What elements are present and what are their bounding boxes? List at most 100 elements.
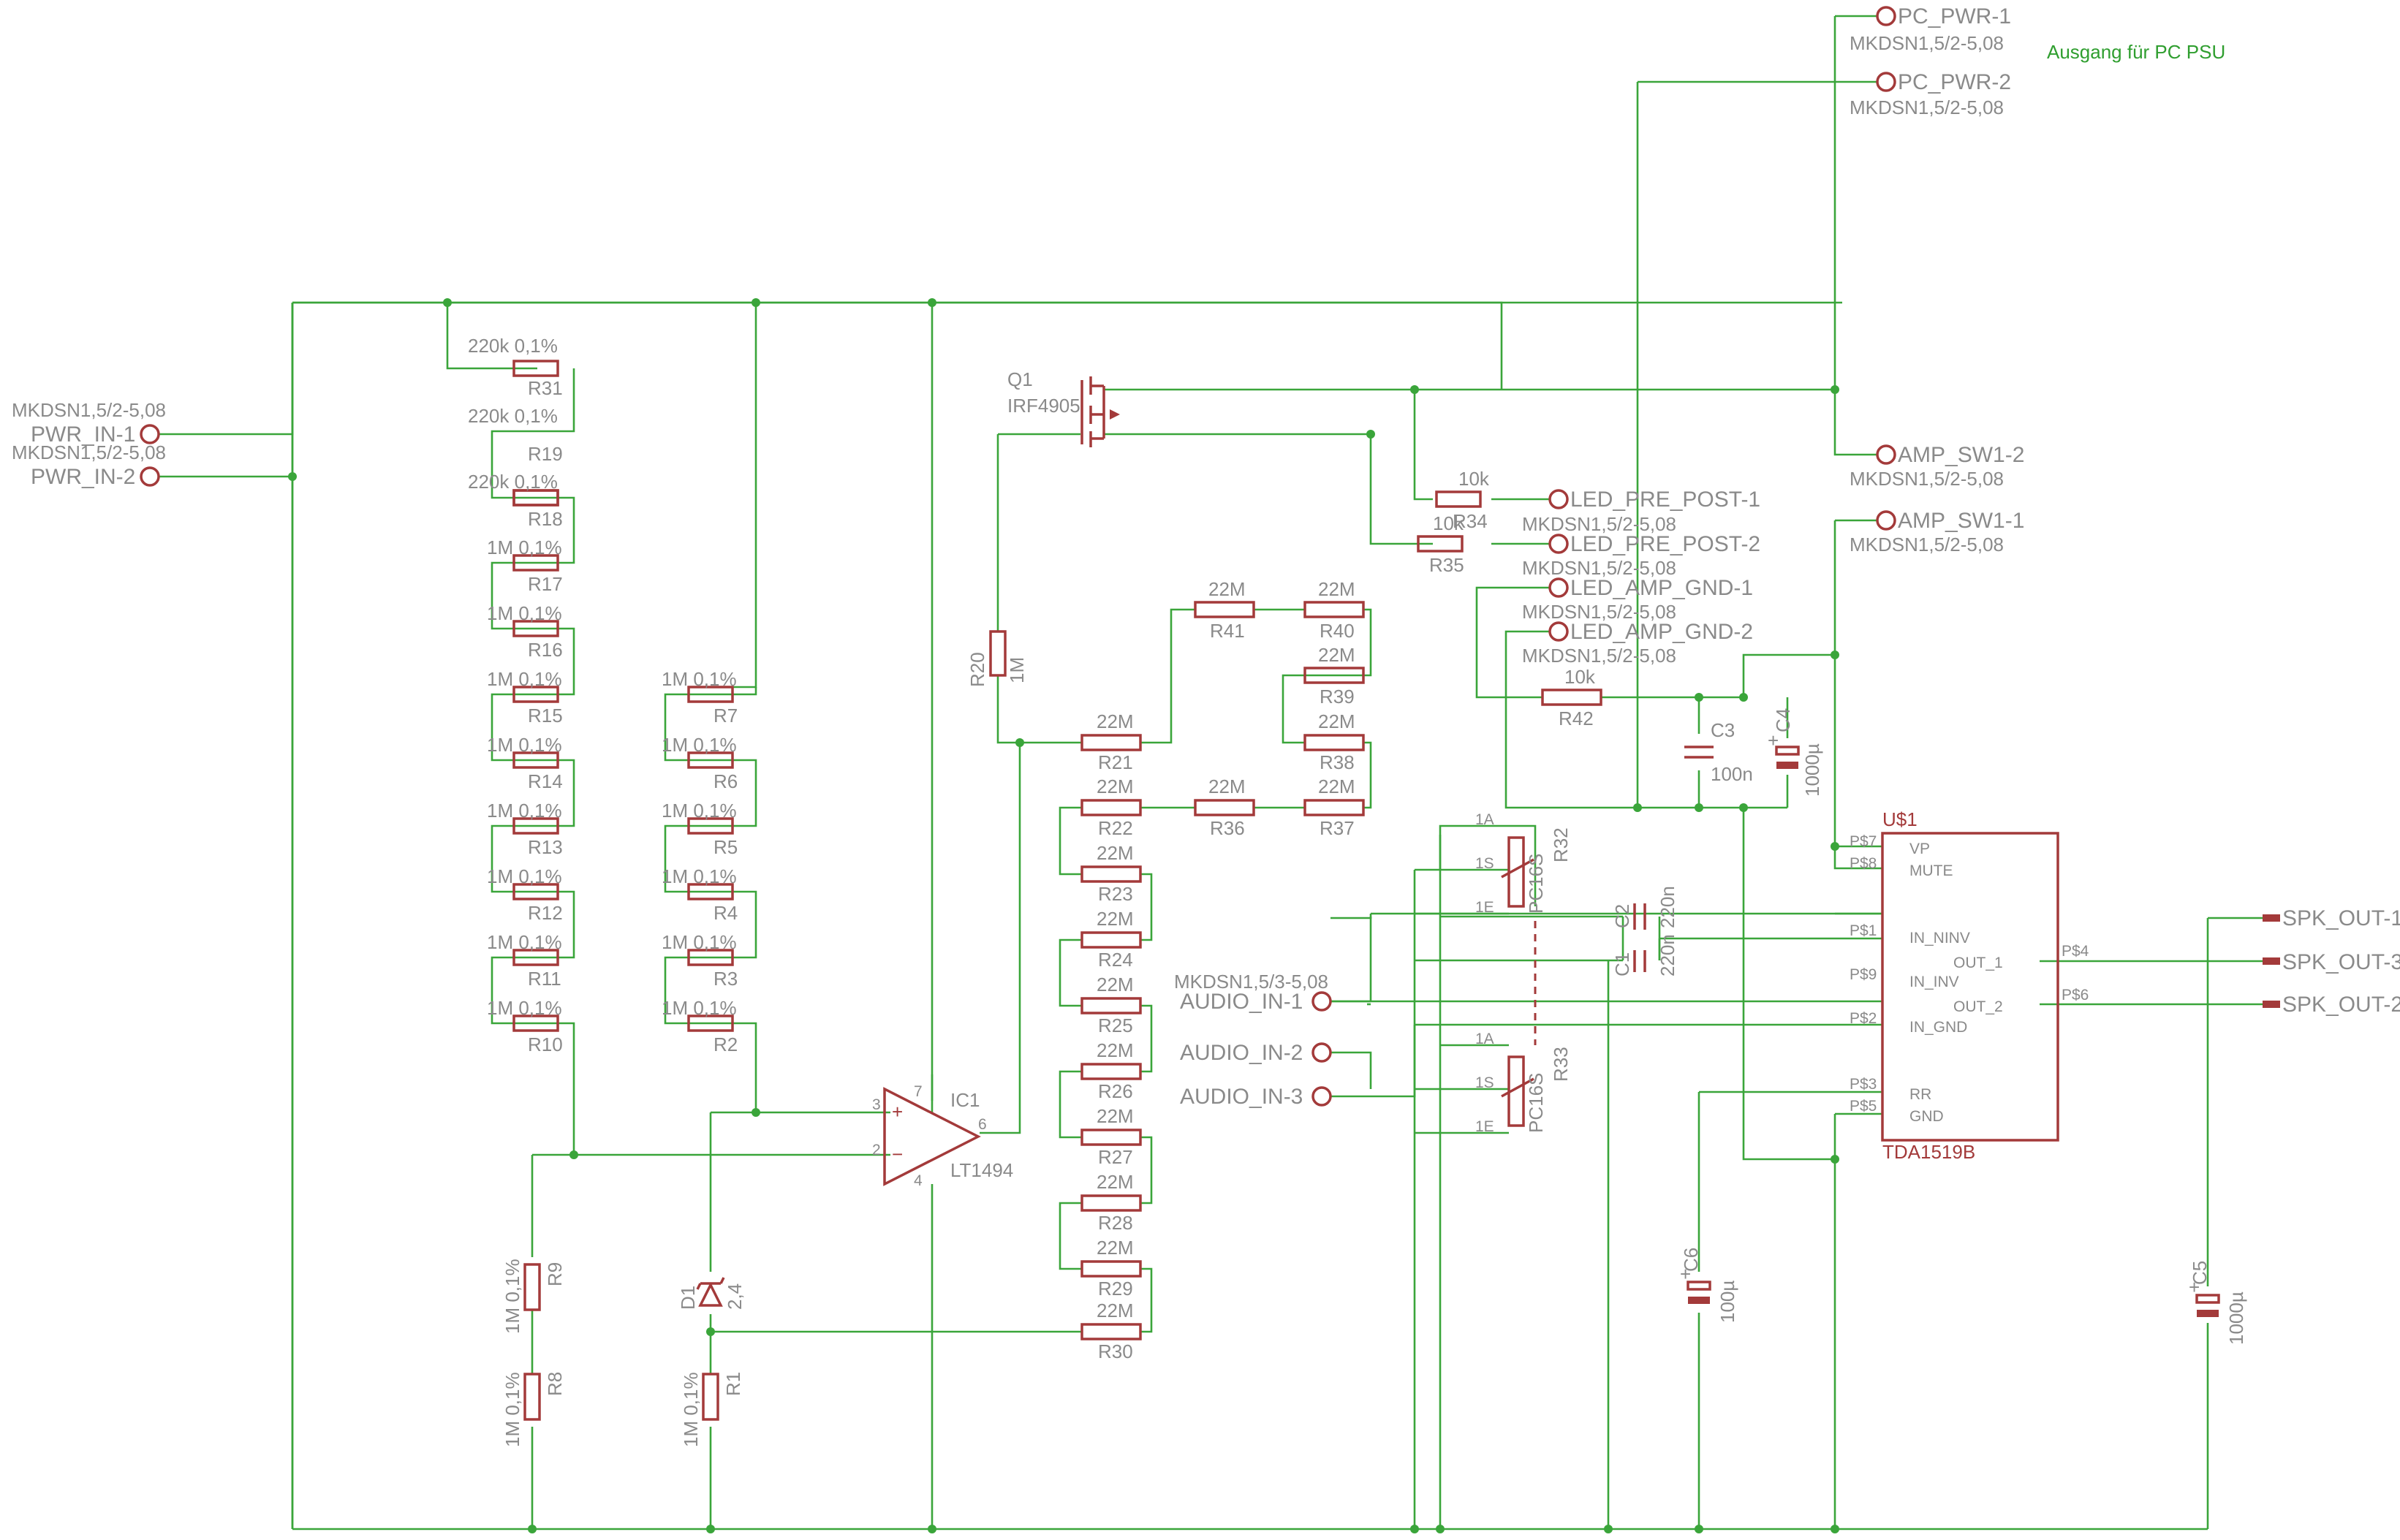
svg-text:GND: GND [1909, 1108, 1944, 1125]
svg-text:+: + [892, 1101, 903, 1123]
svg-text:1M 0,1%: 1M 0,1% [662, 931, 737, 953]
svg-text:R4: R4 [713, 902, 738, 924]
svg-text:R34: R34 [1453, 510, 1488, 532]
svg-text:IN_INV: IN_INV [1909, 974, 1959, 990]
svg-text:4: 4 [914, 1172, 923, 1189]
svg-text:2,4: 2,4 [724, 1283, 746, 1310]
audio-in-2-pad[interactable] [1311, 1042, 1332, 1063]
resistor-r40: 22M R40 [1303, 578, 1365, 642]
svg-text:R22: R22 [1098, 817, 1133, 839]
capacitor-c3: C3 100n [1684, 719, 1753, 785]
svg-text:22M: 22M [1097, 1300, 1134, 1321]
svg-text:P$6: P$6 [2062, 987, 2089, 1004]
svg-text:22M: 22M [1097, 1039, 1134, 1061]
pwr-in-2-pad[interactable] [140, 466, 160, 487]
svg-text:R35: R35 [1429, 554, 1464, 576]
svg-text:1M 0,1%: 1M 0,1% [501, 1372, 523, 1447]
svg-text:1M 0,1%: 1M 0,1% [487, 536, 562, 558]
led-pre-post-1-pad[interactable] [1548, 489, 1569, 509]
audio-in-3-pad[interactable] [1311, 1086, 1332, 1107]
resistor-r26: 22M R26 [1080, 1039, 1142, 1102]
spk-out-2-pad[interactable] [2263, 1001, 2280, 1008]
pc-pwr-2-pad[interactable] [1876, 72, 1896, 92]
resistor-r37: 22M R37 [1303, 775, 1365, 839]
svg-text:22M: 22M [1097, 775, 1134, 797]
pwr-in-1-pad[interactable] [140, 424, 160, 444]
svg-text:R37: R37 [1320, 817, 1355, 839]
resistor-r42: 10k R42 [1541, 666, 1602, 729]
svg-text:1M 0,1%: 1M 0,1% [487, 931, 562, 953]
svg-text:R14: R14 [528, 770, 563, 792]
svg-text:R15: R15 [528, 705, 563, 727]
spk-out-1-pad[interactable] [2263, 914, 2280, 922]
connector-amp-sw: AMP_SW1-2 MKDSN1,5/2-5,08 AMP_SW1-1 MKDS… [1850, 443, 2024, 555]
svg-text:LED_PRE_POST-1: LED_PRE_POST-1 [1570, 488, 1760, 512]
audio-in-1-pad[interactable] [1311, 991, 1332, 1012]
resistor-r3: 1M 0,1% R3 [662, 931, 738, 990]
svg-text:1A: 1A [1475, 811, 1494, 828]
svg-text:MKDSN1,5/2-5,08: MKDSN1,5/2-5,08 [12, 399, 166, 421]
svg-text:OUT_1: OUT_1 [1953, 955, 2003, 971]
resistor-r30: 22M R30 [1080, 1300, 1142, 1362]
svg-text:LED_AMP_GND-1: LED_AMP_GND-1 [1570, 576, 1753, 600]
svg-text:1M 0,1%: 1M 0,1% [501, 1259, 523, 1334]
resistor-r14: 1M 0,1% R14 [487, 734, 563, 792]
svg-text:R29: R29 [1098, 1278, 1133, 1300]
connector-pc-pwr: PC_PWR-1 MKDSN1,5/2-5,08 PC_PWR-2 MKDSN1… [1850, 4, 2011, 118]
resistor-r6: 1M 0,1% R6 [662, 734, 738, 792]
svg-text:PC_PWR-1: PC_PWR-1 [1898, 4, 2011, 29]
led-pre-post-2-pad[interactable] [1548, 534, 1569, 554]
svg-text:2: 2 [872, 1142, 881, 1158]
resistor-r35: 10k R35 [1417, 512, 1464, 576]
svg-text:R30: R30 [1098, 1340, 1133, 1362]
svg-text:22M: 22M [1097, 1105, 1134, 1127]
svg-text:R9: R9 [544, 1262, 566, 1286]
led-amp-gnd-1-pad[interactable] [1548, 577, 1569, 598]
capacitor-c5: + C5 1000µ [2189, 1261, 2247, 1345]
svg-text:TDA1519B: TDA1519B [1882, 1141, 1975, 1163]
svg-text:R24: R24 [1098, 949, 1133, 971]
svg-text:1M 0,1%: 1M 0,1% [487, 997, 562, 1019]
svg-text:MKDSN1,5/2-5,08: MKDSN1,5/2-5,08 [1522, 513, 1676, 535]
pc-pwr-1-pad[interactable] [1876, 6, 1896, 26]
svg-text:1E: 1E [1475, 1118, 1494, 1135]
svg-text:1M 0,1%: 1M 0,1% [662, 800, 737, 822]
svg-text:R41: R41 [1210, 620, 1245, 642]
svg-text:AUDIO_IN-3: AUDIO_IN-3 [1180, 1085, 1303, 1109]
svg-text:10k: 10k [1433, 512, 1464, 534]
svg-text:R5: R5 [713, 836, 738, 858]
svg-text:LT1494: LT1494 [950, 1159, 1013, 1181]
svg-text:R27: R27 [1098, 1146, 1133, 1168]
svg-text:MKDSN1,5/2-5,08: MKDSN1,5/2-5,08 [1522, 601, 1676, 623]
capacitor-c4: + C4 1000µ [1768, 708, 1823, 797]
svg-text:1M 0,1%: 1M 0,1% [680, 1372, 702, 1447]
svg-text:10k: 10k [1564, 666, 1596, 688]
svg-text:IN_GND: IN_GND [1909, 1019, 1967, 1036]
svg-text:PWR_IN-1: PWR_IN-1 [31, 422, 135, 447]
amp-sw1-1-pad[interactable] [1876, 510, 1896, 531]
resistor-r18: 220k 0,1% R18 [468, 471, 563, 530]
svg-text:1M 0,1%: 1M 0,1% [662, 865, 737, 887]
svg-text:R42: R42 [1559, 708, 1594, 729]
resistor-r28: 22M R28 [1080, 1171, 1142, 1234]
svg-text:P$9: P$9 [1850, 966, 1877, 983]
spk-out-3-pad[interactable] [2263, 957, 2280, 965]
junction-dots [288, 298, 1839, 1533]
resistor-r38: 22M R38 [1303, 710, 1365, 773]
amp-sw1-2-pad[interactable] [1876, 444, 1896, 465]
connector-audio-in: MKDSN1,5/3-5,08 AUDIO_IN-1 AUDIO_IN-2 AU… [1174, 971, 1332, 1109]
svg-text:22M: 22M [1097, 908, 1134, 930]
resistor-r25: 22M R25 [1080, 974, 1142, 1036]
svg-text:22M: 22M [1097, 974, 1134, 995]
resistor-r29: 22M R29 [1080, 1237, 1142, 1300]
svg-text:AMP_SW1-2: AMP_SW1-2 [1898, 443, 2024, 467]
svg-text:P$2: P$2 [1850, 1010, 1877, 1027]
svg-text:R3: R3 [713, 968, 738, 990]
svg-text:3: 3 [872, 1096, 881, 1113]
capacitor-group: C3 100n + C4 1000µ C2 220n C1 220n + C6 [1611, 708, 2247, 1345]
svg-text:P$3: P$3 [1850, 1076, 1877, 1093]
svg-text:MKDSN1,5/2-5,08: MKDSN1,5/2-5,08 [12, 441, 166, 463]
led-amp-gnd-2-pad[interactable] [1548, 621, 1569, 642]
svg-text:1M 0,1%: 1M 0,1% [662, 734, 737, 756]
resistor-r31: 220k 0,1% R31 [468, 335, 563, 399]
